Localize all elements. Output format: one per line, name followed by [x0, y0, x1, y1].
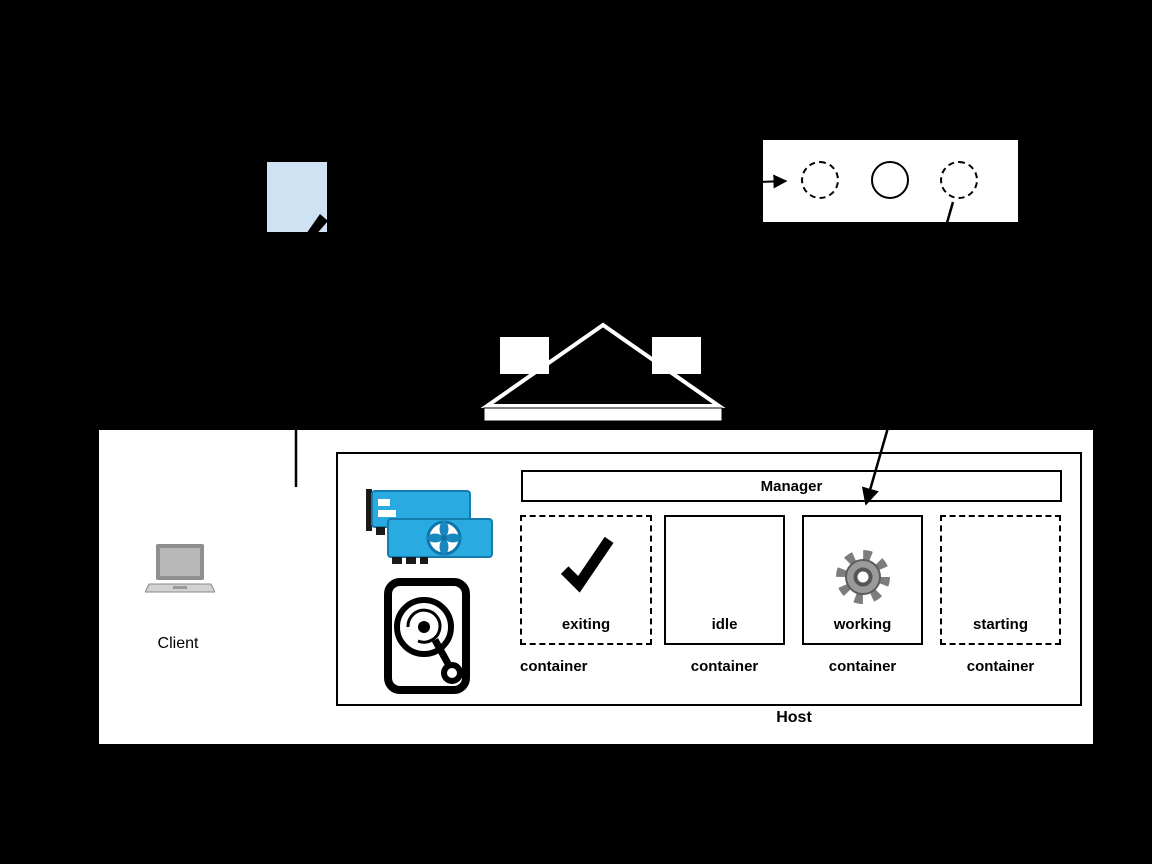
client-label: Client: [157, 635, 199, 652]
dashed-circle-right: [940, 161, 978, 199]
host-label: Host: [776, 709, 812, 726]
container-exiting-box: exiting: [520, 515, 652, 645]
host-inner-box: Manager: [336, 452, 1082, 706]
hdd-icon: [384, 578, 470, 694]
host-panel: Client Manager: [99, 430, 1093, 744]
worker-pool-box: [763, 140, 1018, 222]
container-caption: container: [828, 658, 897, 675]
container-caption: container: [520, 658, 588, 675]
arrow-into-pool: [334, 174, 788, 198]
pen-icon: [303, 214, 328, 240]
container-caption: container: [966, 658, 1035, 675]
check-icon: [560, 536, 614, 593]
gear-icon: [835, 550, 890, 604]
gateway-building-icon: [480, 322, 726, 422]
container-idle-box: idle: [664, 515, 785, 645]
container-state-label: working: [833, 616, 892, 633]
container-starting-box: starting: [940, 515, 1061, 645]
container-state-label: idle: [711, 616, 738, 633]
client-laptop-icon: [145, 544, 215, 593]
solid-circle-center: [871, 161, 909, 199]
container-starting: starting container: [940, 515, 1061, 680]
container-exiting: exiting container: [520, 515, 652, 680]
manager-bar: Manager: [521, 470, 1062, 502]
gpu-icon: [366, 489, 493, 564]
container-working: working container: [802, 515, 923, 680]
container-working-box: working: [802, 515, 923, 645]
container-state-label: exiting: [561, 616, 611, 633]
dashed-circle-left: [801, 161, 839, 199]
container-idle: idle container: [664, 515, 785, 680]
container-caption: container: [690, 658, 759, 675]
container-state-label: starting: [972, 616, 1028, 633]
